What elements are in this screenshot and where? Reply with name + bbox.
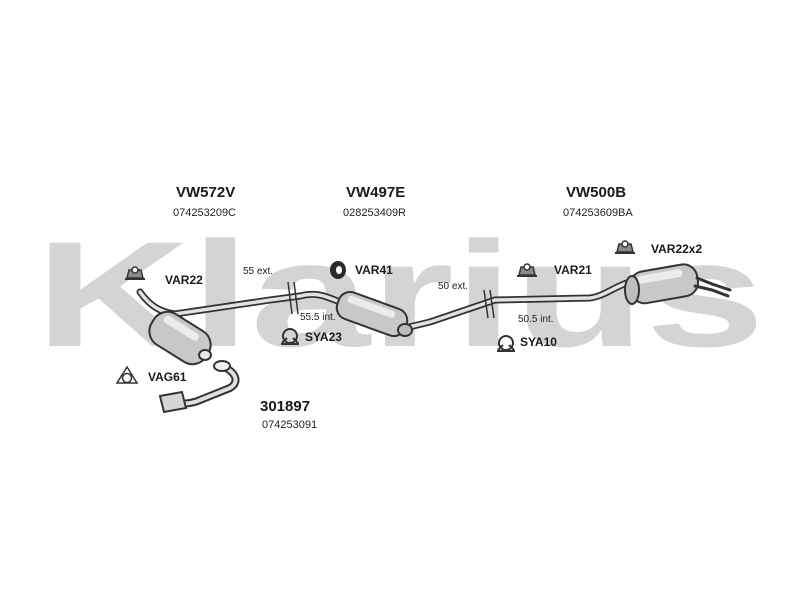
- clip-label-vag61: VAG61: [148, 370, 187, 384]
- part-label-front: VW572V: [176, 184, 236, 201]
- downpipe: [158, 360, 240, 414]
- front-silencer: [148, 310, 212, 366]
- rear-silencer: [624, 263, 732, 305]
- clip-label-var41: VAR41: [355, 263, 393, 277]
- hanger-icon: [125, 266, 145, 280]
- clamp-icon: [497, 335, 515, 352]
- part-label-rear: VW500B: [566, 184, 627, 201]
- hanger-icon: [517, 263, 537, 277]
- clip-label-sya10: SYA10: [520, 335, 557, 349]
- joint-int-front: 55.5 int.: [300, 312, 336, 323]
- clip-label-sya23: SYA23: [305, 330, 342, 344]
- joint-marker-front: [287, 281, 299, 315]
- middle-silencer: [335, 290, 413, 338]
- joint-ext-front: 55 ext.: [243, 266, 274, 277]
- joint-int-rear: 50.5 int.: [518, 314, 554, 325]
- part-code-downpipe: 074253091: [262, 419, 318, 431]
- clip-label-var22x2: VAR22x2: [651, 242, 703, 256]
- hanger-icon: [615, 240, 635, 254]
- part-code-front: 074253209C: [173, 207, 237, 219]
- gasket-icon: [115, 365, 139, 384]
- joint-marker-rear: [483, 289, 495, 319]
- part-code-rear: 074253609BA: [563, 207, 633, 219]
- part-label-middle: VW497E: [346, 184, 406, 201]
- part-code-middle: 028253409R: [343, 207, 407, 219]
- joint-ext-rear: 50 ext.: [438, 281, 469, 292]
- rubber-ring-icon: [330, 261, 346, 279]
- part-label-downpipe: 301897: [260, 398, 311, 415]
- clamp-icon: [281, 328, 299, 345]
- clip-label-var22: VAR22: [165, 273, 203, 287]
- clip-label-var21: VAR21: [554, 263, 592, 277]
